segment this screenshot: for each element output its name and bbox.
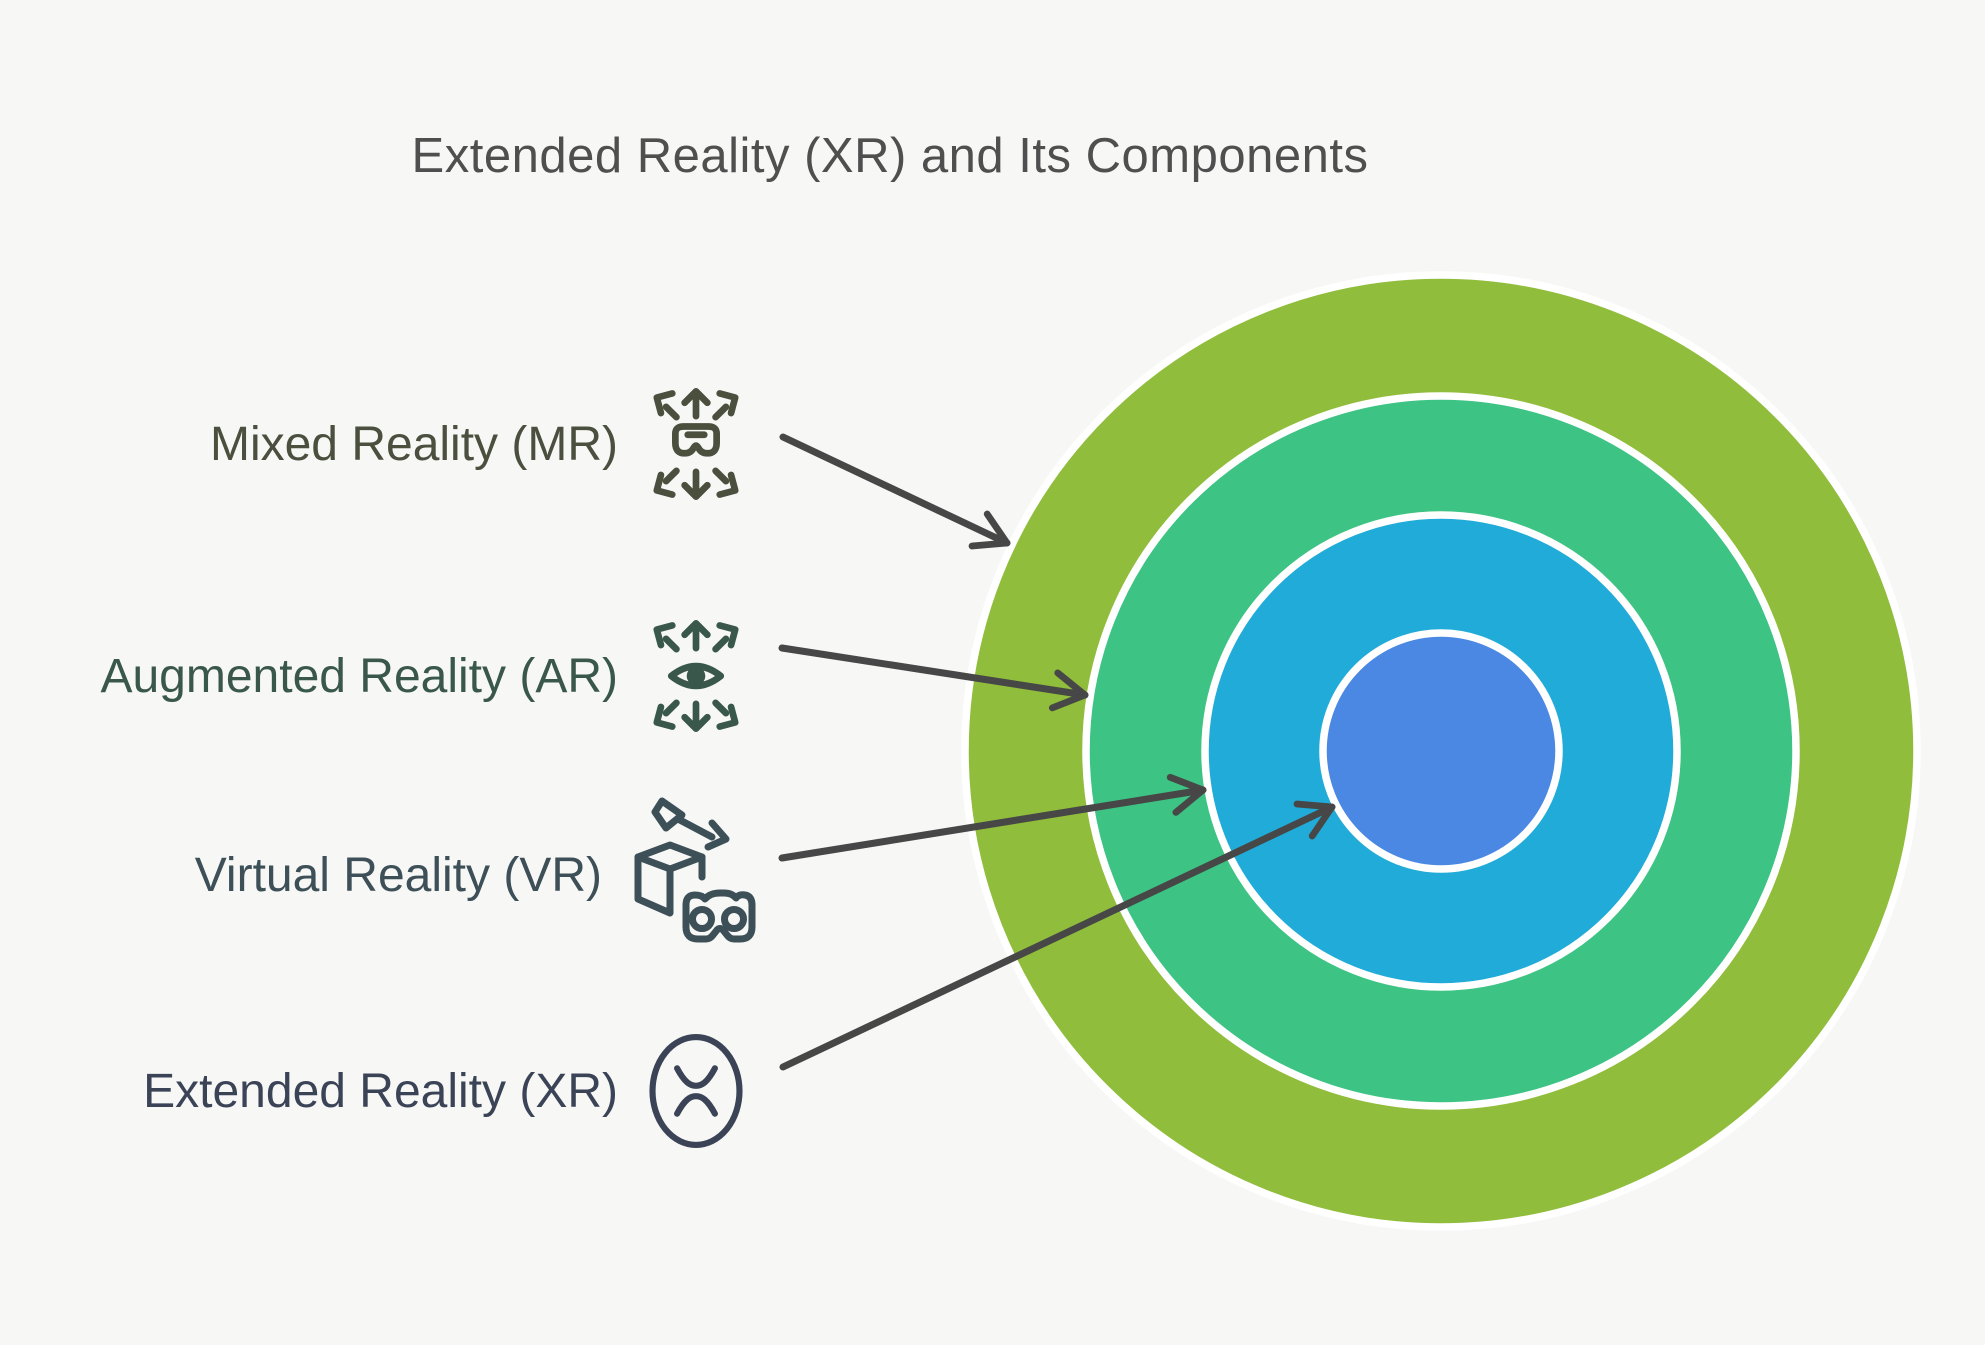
xr-circle-x-icon xyxy=(644,1026,748,1156)
page-bottom-strip xyxy=(0,1345,1985,1355)
legend-row-virtual-reality: Virtual Reality (VR) xyxy=(40,795,758,955)
arrow-augmented-reality xyxy=(778,644,1089,712)
virtual-reality-label: Virtual Reality (VR) xyxy=(194,848,602,902)
legend-row-extended-reality: Extended Reality (XR) xyxy=(40,1026,748,1156)
diagram-title: Extended Reality (XR) and Its Components xyxy=(411,129,1369,183)
vr-unbox-headset-icon xyxy=(628,795,758,955)
legend-row-augmented-reality: Augmented Reality (AR) xyxy=(40,611,748,741)
legend-row-mixed-reality: Mixed Reality (MR) xyxy=(40,379,748,509)
ar-eye-expand-icon xyxy=(644,611,748,741)
mr-headset-expand-icon xyxy=(644,379,748,509)
mixed-reality-label: Mixed Reality (MR) xyxy=(209,417,618,471)
extended-reality-label: Extended Reality (XR) xyxy=(143,1064,618,1118)
arrow-mixed-reality xyxy=(779,433,1011,550)
arrow-extended-reality xyxy=(779,800,1336,1071)
augmented-reality-label: Augmented Reality (AR) xyxy=(100,649,618,703)
arrow-virtual-reality xyxy=(778,773,1207,862)
ring-extended-reality xyxy=(1319,629,1563,873)
